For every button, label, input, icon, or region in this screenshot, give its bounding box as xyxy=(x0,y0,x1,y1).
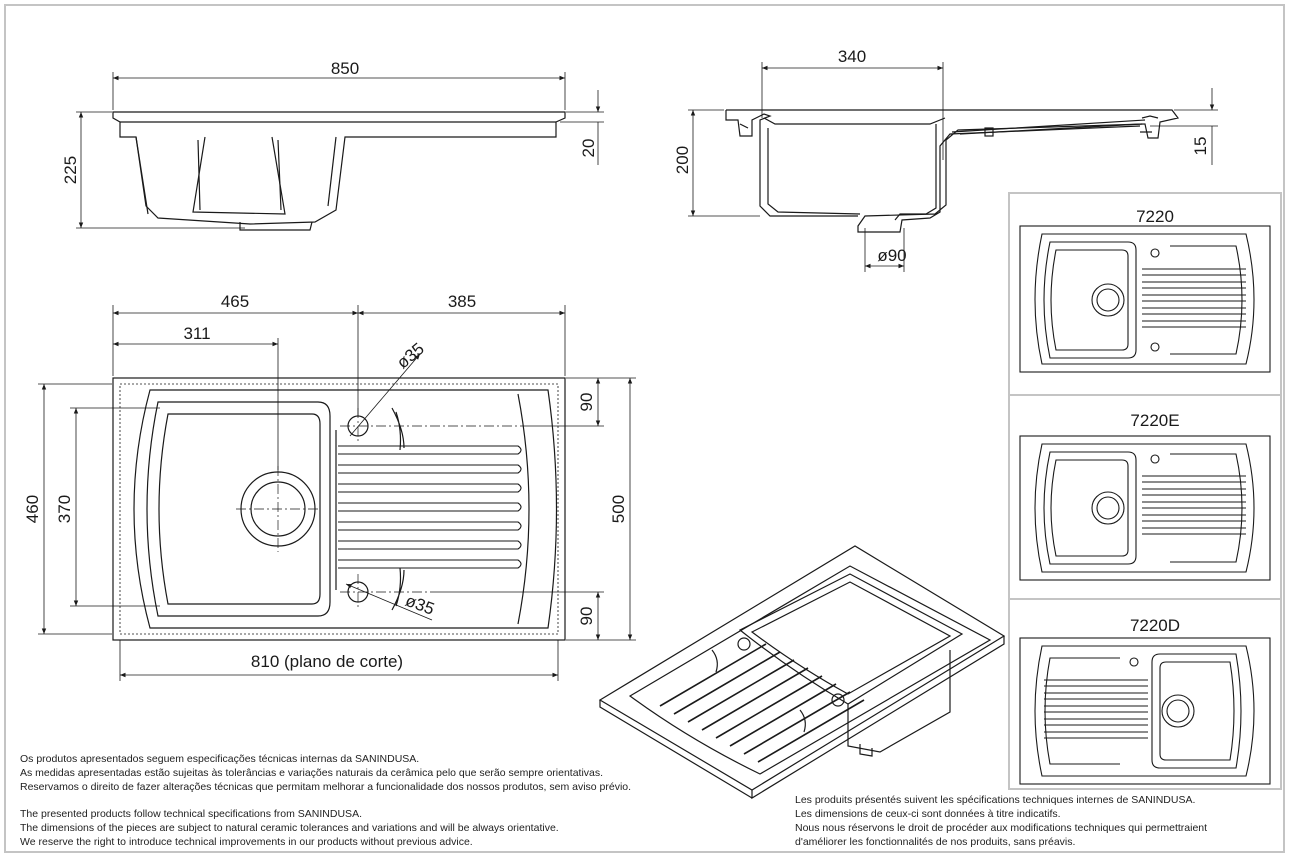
dim-section-height: 200 xyxy=(673,146,692,174)
isometric-view xyxy=(598,545,1006,800)
model-label: 7220D xyxy=(1130,616,1180,635)
dim-side-width: 850 xyxy=(331,59,359,78)
dim-plan-bowl-height: 370 xyxy=(55,495,74,523)
isometric-rib xyxy=(757,699,865,763)
drainer-rib xyxy=(338,464,522,474)
model-diagram-7220E: 7220E xyxy=(1019,411,1271,581)
dim-side-rim: 20 xyxy=(579,139,598,158)
model-ribs xyxy=(1142,475,1246,535)
note-line: The dimensions of the pieces are subject… xyxy=(20,822,559,834)
isometric-rib xyxy=(659,643,767,707)
plan-centerlines xyxy=(236,408,520,610)
notes-portuguese: Os produtos apresentados seguem especifi… xyxy=(20,752,631,794)
cross-section-dimensions xyxy=(688,62,1218,272)
dim-plan-drainer-length: 385 xyxy=(448,292,476,311)
dim-cut-plane: 810 (plano de corte) xyxy=(251,652,403,671)
isometric-rib xyxy=(687,659,795,723)
note-line: Os produtos apresentados seguem especifi… xyxy=(20,753,420,765)
drainer-rib xyxy=(338,483,522,493)
drainer-rib xyxy=(338,540,522,550)
model-box-7220E: 7220E xyxy=(1008,394,1282,600)
drainer-rib xyxy=(338,445,522,455)
isometric-rib xyxy=(701,667,809,731)
plan-view xyxy=(112,377,566,641)
dim-plan-height-left: 460 xyxy=(23,495,42,523)
note-line: The presented products follow technical … xyxy=(20,808,362,820)
isometric-rib xyxy=(743,691,851,755)
model-ribs xyxy=(1142,268,1246,328)
note-line: As medidas apresentadas estão sujeitas à… xyxy=(20,767,604,779)
isometric-rib xyxy=(673,651,781,715)
dim-section-width: 340 xyxy=(838,47,866,66)
note-line: We reserve the right to introduce techni… xyxy=(20,836,473,848)
isometric-rib xyxy=(715,675,823,739)
side-elevation-view xyxy=(112,111,566,231)
dim-plan-drain-offset: 311 xyxy=(183,324,210,343)
side-elevation-dimensions xyxy=(76,72,604,229)
isometric-drainer-ribs xyxy=(659,643,865,763)
note-line: Les produits présentés suivent les spéci… xyxy=(795,794,1196,806)
model-box-7220: 7220 xyxy=(1008,192,1282,396)
notes-french: Les produits présentés suivent les spéci… xyxy=(795,793,1207,849)
note-line: Reservamos o direito de fazer alterações… xyxy=(20,781,632,793)
isometric-rib xyxy=(729,683,837,747)
dim-plan-margin-bottom: 90 xyxy=(577,607,596,626)
note-line: Nous nous réservons le droit de procéder… xyxy=(795,822,1208,834)
model-ribs xyxy=(1044,679,1148,739)
note-line: d'améliorer les fonctionnalités de nos p… xyxy=(795,836,1076,848)
model-diagram-7220D: 7220D xyxy=(1019,616,1271,785)
dim-plan-hole-top: ø35 xyxy=(393,339,428,372)
notes-english: The presented products follow technical … xyxy=(20,807,559,849)
model-label: 7220E xyxy=(1130,411,1179,430)
model-label: 7220 xyxy=(1136,207,1174,226)
drainer-rib xyxy=(338,521,522,531)
dim-plan-height-right: 500 xyxy=(609,495,628,523)
drainer-ribs xyxy=(338,445,522,569)
dim-plan-margin-top: 90 xyxy=(577,393,596,412)
drainer-rib xyxy=(338,559,522,569)
model-diagram-7220: 7220 xyxy=(1019,207,1271,373)
dim-section-rim: 15 xyxy=(1191,137,1210,156)
model-box-7220D: 7220D xyxy=(1008,598,1282,790)
drawing-frame xyxy=(4,4,1285,853)
dim-plan-hole-bottom: ø35 xyxy=(403,591,437,619)
drainer-rib xyxy=(338,502,522,512)
cross-section-view xyxy=(725,109,1180,233)
dim-plan-bowl-offset: 465 xyxy=(221,292,249,311)
dim-side-height: 225 xyxy=(61,156,80,184)
note-line: Les dimensions de ceux-ci sont données à… xyxy=(795,808,1061,820)
plan-dimensions xyxy=(38,305,636,681)
dim-drain-diameter: ø90 xyxy=(877,246,906,265)
